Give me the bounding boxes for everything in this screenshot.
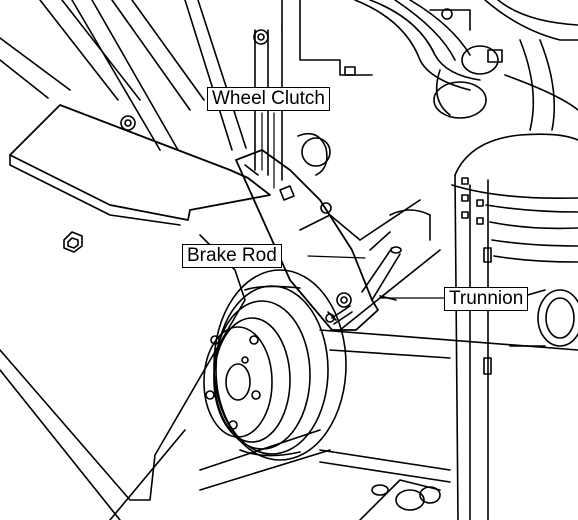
trunnion-linkage	[325, 292, 353, 325]
engine-housing	[451, 133, 578, 520]
leader-lines	[261, 112, 445, 299]
lower-frame	[199, 199, 578, 520]
hoses	[354, 0, 578, 131]
wheel-clutch-label: Wheel Clutch	[207, 87, 330, 111]
cover-plate	[0, 104, 271, 520]
trunnion-label: Trunnion	[444, 287, 529, 311]
frame-tubes	[0, 0, 247, 151]
pulley	[203, 269, 347, 461]
brake-rod-label: Brake Rod	[182, 244, 282, 268]
